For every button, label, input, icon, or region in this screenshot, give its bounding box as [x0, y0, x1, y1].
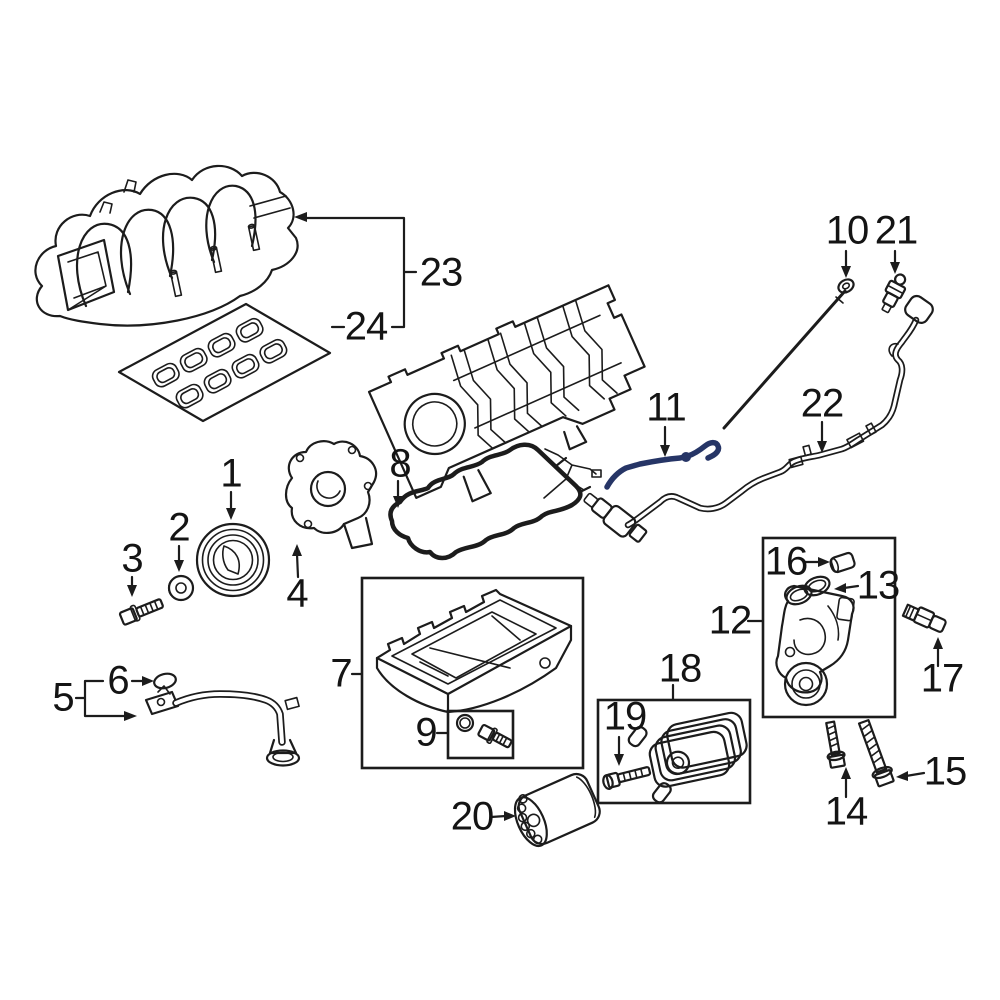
bolt-15-drawing	[857, 718, 895, 788]
sensor-17-drawing	[901, 603, 947, 633]
callout-label-12: 12	[708, 598, 752, 643]
callout-label-16: 16	[764, 539, 808, 584]
oil-cooler-box	[596, 698, 752, 805]
sensor-21-drawing	[881, 273, 907, 314]
callout-label-19: 19	[603, 694, 647, 739]
tube-assembly-drawing	[543, 294, 934, 543]
oil-pickup-tube-drawing	[144, 672, 301, 767]
callout-label-1: 1	[220, 451, 242, 496]
callout-label-24: 24	[344, 304, 388, 349]
callout-label-23: 23	[419, 250, 463, 295]
oil-pan-gasket-drawing	[388, 442, 592, 561]
callout-label-5: 5	[52, 675, 74, 720]
callout-label-13: 13	[856, 563, 900, 608]
intake-gasket-drawing	[117, 302, 332, 423]
intake-manifold-drawing	[34, 164, 299, 327]
dipstick-tube-highlighted-drawing	[604, 439, 722, 490]
callout-label-17: 17	[920, 656, 964, 701]
seal-drawing	[167, 574, 195, 602]
callout-label-8: 8	[389, 441, 411, 486]
callout-label-11: 11	[646, 385, 687, 430]
oil-pan-box	[360, 576, 585, 770]
callout-label-22: 22	[800, 381, 844, 426]
oil-filter-drawing	[513, 772, 601, 848]
bolt-3-drawing	[118, 598, 164, 626]
callout-label-7: 7	[330, 651, 352, 696]
callout-label-4: 4	[286, 571, 308, 616]
engine-block-drawing	[367, 284, 646, 503]
callout-label-3: 3	[121, 536, 143, 581]
callout-label-14: 14	[824, 789, 868, 834]
bolt-14-drawing	[825, 720, 846, 769]
callout-label-20: 20	[450, 794, 494, 839]
adapter-housing-box	[761, 536, 897, 719]
callout-label-9: 9	[415, 710, 437, 755]
callout-leaders	[74, 212, 943, 821]
callout-label-2: 2	[168, 505, 190, 550]
crankshaft-pulley-drawing	[195, 522, 271, 598]
oil-pump-drawing	[284, 440, 378, 550]
callout-label-6: 6	[107, 658, 129, 703]
callout-label-10: 10	[825, 208, 869, 253]
callout-label-18: 18	[658, 646, 702, 691]
callout-label-21: 21	[874, 208, 918, 253]
callout-label-15: 15	[923, 749, 967, 794]
dipstick-drawing	[722, 278, 855, 430]
